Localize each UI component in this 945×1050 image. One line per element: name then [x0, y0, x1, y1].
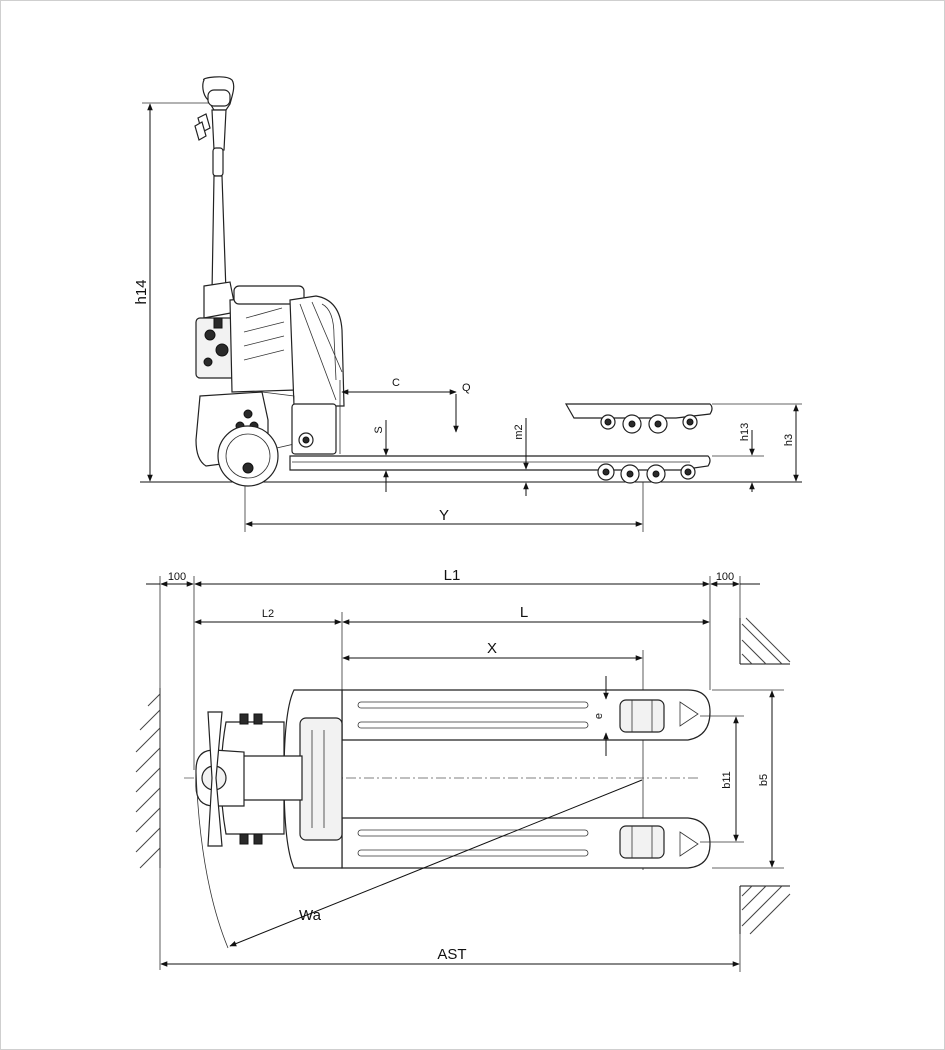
top-view: 100 L1 100 L2 L X: [135, 567, 791, 972]
dimension-l2-l: L2 L: [194, 604, 710, 690]
left-wall: [135, 688, 161, 869]
label-s: S: [373, 426, 385, 433]
label-e: e: [593, 713, 605, 719]
label-q: Q: [462, 382, 471, 394]
label-h13: h13: [739, 423, 751, 441]
fork-top: [341, 689, 711, 741]
label-x: X: [487, 640, 497, 657]
dimension-ast: AST: [160, 934, 741, 972]
label-b11: b11: [721, 771, 733, 789]
drive-unit: [195, 285, 345, 407]
dimension-h14: h14: [133, 102, 210, 482]
label-l1: L1: [444, 567, 461, 584]
fork-raised: [564, 403, 713, 434]
truck-body-top: [195, 689, 343, 869]
dimension-l1: 100 L1 100: [146, 567, 760, 970]
label-l: L: [520, 604, 528, 621]
dimension-c-q: C Q: [339, 377, 471, 454]
fork-bottom: [341, 817, 711, 869]
dimension-y: Y: [244, 482, 644, 532]
dimension-h13-h3: h13 h3: [712, 403, 802, 492]
side-view: h14: [133, 76, 802, 532]
label-m2: m2: [513, 424, 525, 439]
label-c: C: [392, 377, 400, 389]
label-h3: h3: [783, 434, 795, 446]
label-100-right: 100: [716, 571, 734, 583]
drive-wheel: [217, 425, 279, 487]
label-b5: b5: [758, 774, 770, 786]
label-ast: AST: [437, 946, 466, 963]
label-l2: L2: [262, 608, 274, 620]
label-h14: h14: [133, 279, 150, 304]
dimension-m2: m2: [513, 418, 529, 496]
right-wall-bottom: [739, 885, 791, 935]
tiller-handle: [194, 76, 237, 319]
turning-radius-wa: Wa: [195, 769, 643, 949]
label-wa: Wa: [299, 907, 322, 924]
right-wall-top: [739, 617, 791, 665]
dimension-e: e: [593, 676, 609, 756]
fork-lowered: [289, 455, 711, 484]
label-100-left: 100: [168, 571, 186, 583]
dimension-b11-b5: b11 b5: [700, 689, 784, 869]
label-y: Y: [439, 507, 449, 524]
dimension-s: S: [373, 420, 389, 492]
